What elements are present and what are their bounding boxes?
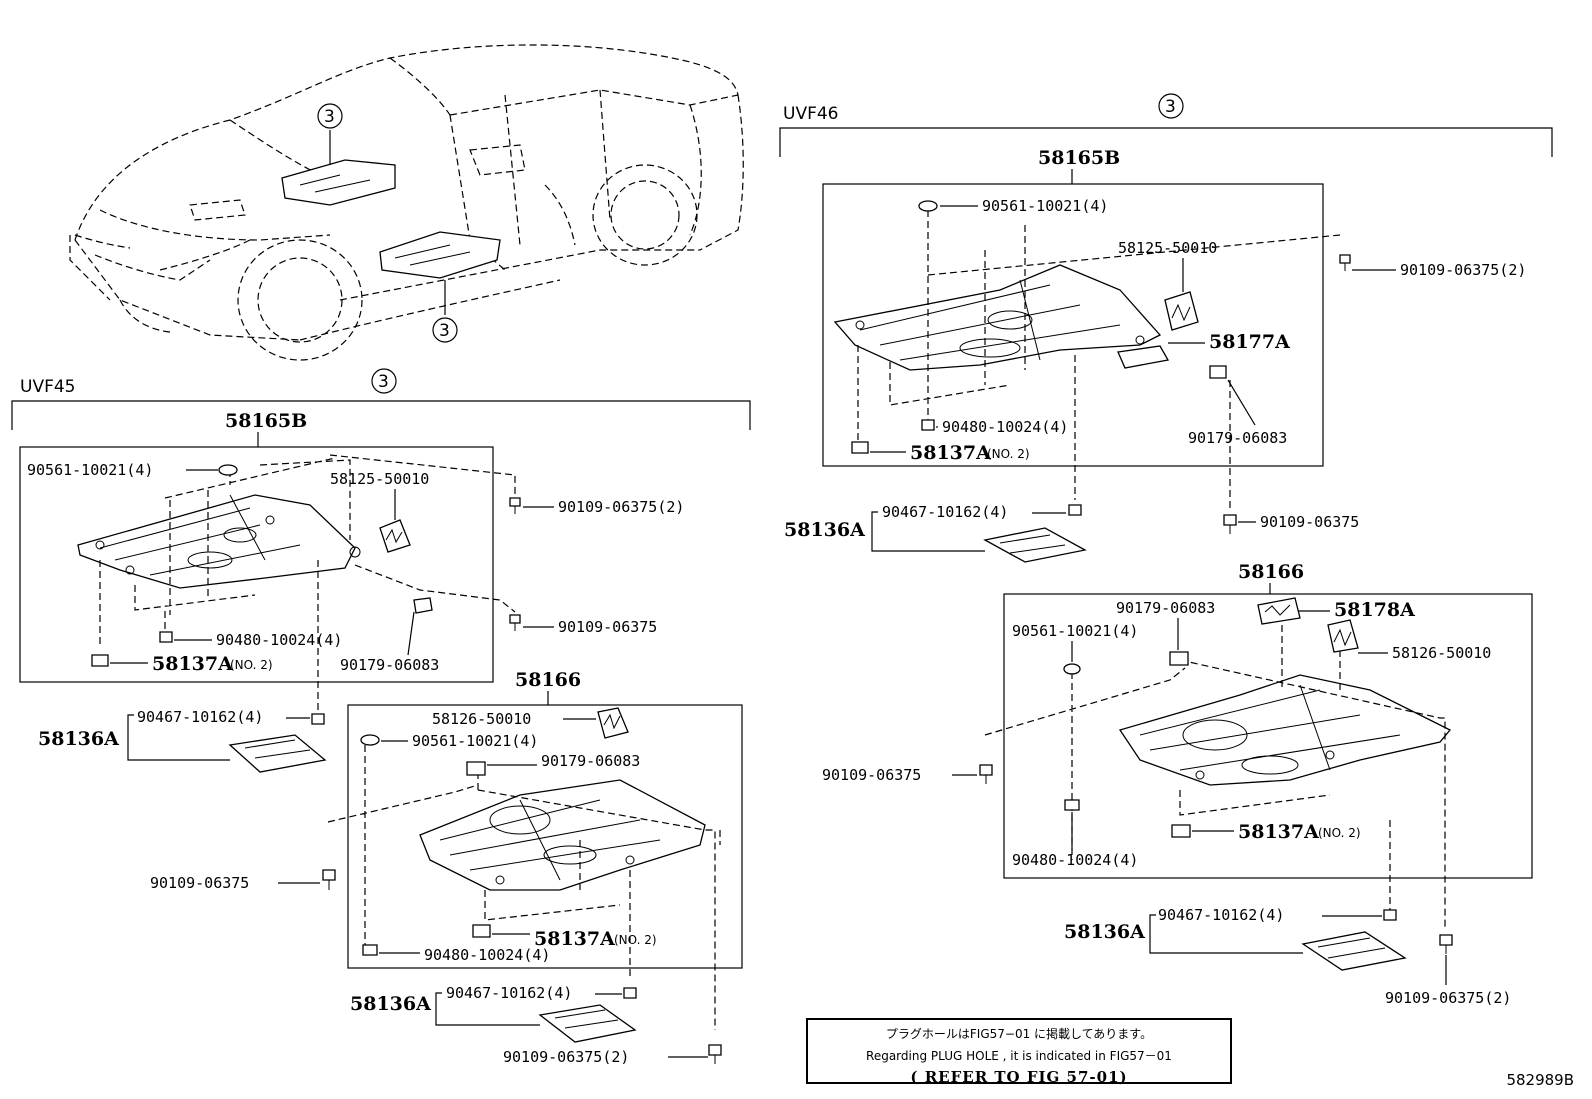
uvf45-plate-rear-shape bbox=[538, 1004, 637, 1043]
uvf46-front-nut: 90480-10024(4) bbox=[942, 418, 1068, 436]
uvf46-front-clip-top: 90561-10021(4) bbox=[982, 197, 1108, 215]
uvf46-front-box bbox=[822, 183, 1324, 467]
uvf46-front-clip-right: 90179-06083 bbox=[1188, 429, 1287, 447]
uvf45-rear-panel bbox=[327, 707, 721, 1030]
uvf46-bracket bbox=[779, 127, 1553, 157]
uvf46-bolt-bottom: 90109-06375(2) bbox=[1385, 989, 1511, 1007]
callout-label: 3 bbox=[324, 107, 335, 127]
uvf45-front-protector: 58125-50010 bbox=[330, 470, 429, 488]
uvf45-plate-front-clip: 90467-10162(4) bbox=[137, 708, 263, 726]
uvf46-rear-cover: 58178A bbox=[1334, 599, 1415, 621]
uvf46-front-cover: 58177A bbox=[1209, 331, 1290, 353]
callout-3-uvf46: 3 bbox=[1158, 93, 1184, 119]
callout-label: 3 bbox=[439, 321, 450, 341]
uvf45-front-clip-main-sub: (NO. 2) bbox=[230, 658, 273, 672]
uvf45-rear-clip-right: 90179-06083 bbox=[541, 752, 640, 770]
uvf45-plate-front-shape bbox=[228, 734, 327, 773]
uvf46-plate-front-clip: 90467-10162(4) bbox=[882, 503, 1008, 521]
callout-label: 3 bbox=[1165, 97, 1176, 117]
uvf45-front-box bbox=[19, 446, 494, 683]
uvf46-front-protector: 58125-50010 bbox=[1118, 239, 1217, 257]
uvf46-bolt-mid: 90109-06375 bbox=[1260, 513, 1359, 531]
uvf46-front-clip-main: 58137A bbox=[910, 442, 991, 464]
section-uvf45-label: UVF45 bbox=[20, 377, 75, 397]
uvf45-rear-clip-top: 90561-10021(4) bbox=[412, 732, 538, 750]
uvf45-rear-fasteners bbox=[322, 734, 491, 956]
uvf45-front-bolt-side: 90109-06375 bbox=[558, 618, 657, 636]
uvf45-plate-front: 58136A bbox=[38, 728, 119, 750]
uvf46-plate-front-shape bbox=[983, 527, 1087, 563]
uvf46-rear-clip-main: 58137A bbox=[1238, 821, 1319, 843]
uvf45-front-fasteners bbox=[91, 464, 521, 667]
uvf45-rear-clip-main-sub: (NO. 2) bbox=[614, 933, 657, 947]
uvf45-rear-clip-main: 58137A bbox=[534, 928, 615, 950]
callout-label: 3 bbox=[378, 372, 389, 392]
callout-3-top: 3 bbox=[317, 103, 343, 129]
uvf45-front-nut: 90480-10024(4) bbox=[216, 631, 342, 649]
uvf46-assy-rear: 58166 bbox=[1238, 561, 1304, 583]
car-illustration bbox=[69, 44, 744, 361]
uvf45-plate-rear: 58136A bbox=[350, 993, 431, 1015]
uvf46-rear-protector: 58126-50010 bbox=[1392, 644, 1491, 662]
uvf45-rear-nut: 90480-10024(4) bbox=[424, 946, 550, 964]
uvf46-plate-front: 58136A bbox=[784, 519, 865, 541]
uvf45-assy-rear: 58166 bbox=[515, 669, 581, 691]
uvf45-front-panel bbox=[77, 454, 516, 648]
note-japanese: プラグホールはFIG57−01 に掲載してあります。 bbox=[885, 1027, 1153, 1041]
uvf45-front-clip-right: 90179-06083 bbox=[340, 656, 439, 674]
diagram-id: 582989B bbox=[1506, 1071, 1574, 1089]
uvf46-rear-clip-main-sub: (NO. 2) bbox=[1318, 826, 1361, 840]
uvf46-rear-clip-top: 90561-10021(4) bbox=[1012, 622, 1138, 640]
section-uvf46-label: UVF46 bbox=[783, 104, 838, 124]
note-english: Regarding PLUG HOLE , it is indicated in… bbox=[866, 1049, 1172, 1063]
uvf45-bracket bbox=[11, 400, 751, 430]
uvf46-assy-front: 58165B bbox=[1038, 147, 1120, 169]
uvf45-rear-box bbox=[347, 704, 743, 969]
uvf45-rear-bolt-left: 90109-06375 bbox=[150, 874, 249, 892]
plug-hole-note: プラグホールはFIG57−01 に掲載してあります。 Regarding PLU… bbox=[806, 1018, 1232, 1086]
uvf45-assy-front: 58165B bbox=[225, 410, 307, 432]
uvf46-plate-rear-clip: 90467-10162(4) bbox=[1158, 906, 1284, 924]
uvf45-front-clip-main: 58137A bbox=[152, 653, 233, 675]
uvf46-rear-nut: 90480-10024(4) bbox=[1012, 851, 1138, 869]
uvf46-rear-fasteners bbox=[979, 651, 1191, 838]
uvf46-rear-panel bbox=[984, 597, 1452, 930]
uvf46-front-panel bbox=[833, 210, 1341, 510]
uvf46-front-bolt-top: 90109-06375(2) bbox=[1400, 261, 1526, 279]
uvf45-front-clip-top: 90561-10021(4) bbox=[27, 461, 153, 479]
uvf45-bolt-bottom: 90109-06375(2) bbox=[503, 1048, 629, 1066]
uvf46-rear-clip-right: 90179-06083 bbox=[1116, 599, 1215, 617]
uvf46-plate-rear: 58136A bbox=[1064, 921, 1145, 943]
uvf46-plate-rear-shape bbox=[1301, 931, 1407, 971]
uvf45-front-bolt-top: 90109-06375(2) bbox=[558, 498, 684, 516]
uvf46-rear-bolt-left: 90109-06375 bbox=[822, 766, 921, 784]
uvf45-rear-protector: 58126-50010 bbox=[432, 710, 531, 728]
callout-3-bottom: 3 bbox=[432, 317, 458, 343]
note-reference: ( REFER TO FIG 57-01) bbox=[910, 1068, 1128, 1086]
callout-3-uvf45: 3 bbox=[371, 368, 397, 394]
uvf46-front-fasteners bbox=[851, 200, 1351, 534]
uvf46-front-clip-main-sub: (NO. 2) bbox=[987, 447, 1030, 461]
uvf45-plate-rear-clip: 90467-10162(4) bbox=[446, 984, 572, 1002]
uvf46-rear-box bbox=[1003, 593, 1533, 879]
